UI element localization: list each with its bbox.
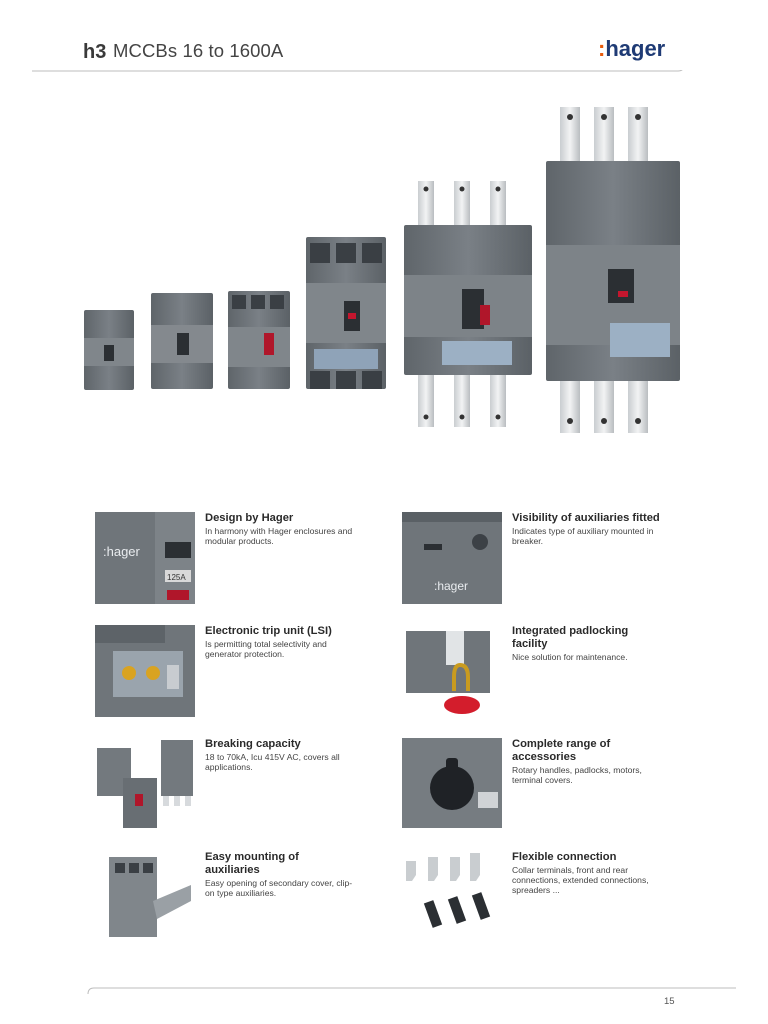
connection-thumbnail (402, 851, 502, 943)
mccb-product-lineup-image (84, 107, 680, 433)
page-header: h3 MCCBs 16 to 1600A :hager (0, 0, 768, 80)
hager-logo-colon: : (598, 36, 606, 61)
mounting-thumbnail (95, 851, 195, 943)
feature-padlocking: Integrated padlocking facility Nice solu… (402, 625, 722, 725)
hager-logo: :hager (598, 36, 665, 62)
feature-flexible-connection: Flexible connection Collar terminals, fr… (402, 851, 722, 951)
feature-design: :hager 125A Design by Hager In harmony w… (95, 512, 415, 612)
feature-text: Easy mounting of auxiliaries Easy openin… (205, 851, 355, 898)
breaker-1 (84, 310, 134, 390)
feature-description: Easy opening of secondary cover, clip-on… (205, 878, 353, 899)
feature-title: Design by Hager (205, 512, 294, 524)
accessories-thumbnail (402, 738, 502, 830)
design-thumbnail: :hager 125A (95, 512, 195, 604)
breaker-5 (404, 181, 532, 427)
feature-breaking-capacity: Breaking capacity 18 to 70kA, Icu 415V A… (95, 738, 415, 838)
feature-easy-mounting: Easy mounting of auxiliaries Easy openin… (95, 851, 415, 951)
trip-unit-thumbnail (95, 625, 195, 717)
padlock-thumbnail (402, 625, 502, 717)
header-rule (32, 70, 683, 72)
breaker-4 (306, 237, 386, 389)
breaker-6 (546, 107, 680, 433)
page-number: 15 (664, 996, 675, 1007)
feature-title: Visibility of auxiliaries fitted (512, 512, 660, 524)
h3-logo-text: h3 (83, 41, 106, 62)
feature-title: Integrated padlocking facility (512, 625, 629, 650)
feature-title: Easy mounting of auxiliaries (205, 851, 299, 876)
feature-description: Is permitting total selectivity and gene… (205, 639, 327, 660)
breaker-2 (151, 293, 213, 389)
feature-description: Indicates type of auxiliary mounted in b… (512, 526, 654, 547)
page-title: MCCBs 16 to 1600A (113, 40, 284, 61)
feature-description: Rotary handles, padlocks, motors, termin… (512, 765, 642, 786)
thumb-brand-text: :hager (103, 544, 141, 559)
auxiliaries-thumbnail: :hager (402, 512, 502, 604)
footer-rule (87, 987, 736, 995)
breaker-3 (228, 291, 290, 389)
feature-text: Visibility of auxiliaries fitted Indicat… (512, 512, 662, 546)
feature-text: Flexible connection Collar terminals, fr… (512, 851, 662, 896)
feature-description: In harmony with Hager enclosures and mod… (205, 526, 353, 547)
h3-logo: h3 (83, 41, 106, 62)
feature-text: Electronic trip unit (LSI) Is permitting… (205, 625, 355, 659)
feature-description: 18 to 70kA, Icu 415V AC, covers all appl… (205, 752, 340, 773)
feature-title: Electronic trip unit (LSI) (205, 625, 332, 637)
feature-text: Design by Hager In harmony with Hager en… (205, 512, 355, 546)
feature-title: Breaking capacity (205, 738, 301, 750)
feature-electronic-trip-unit: Electronic trip unit (LSI) Is permitting… (95, 625, 415, 725)
feature-title: Flexible connection (512, 851, 617, 863)
feature-text: Complete range of accessories Rotary han… (512, 738, 662, 785)
feature-visibility-auxiliaries: :hager Visibility of auxiliaries fitted … (402, 512, 722, 612)
breaking-capacity-thumbnail (95, 738, 195, 830)
feature-accessories: Complete range of accessories Rotary han… (402, 738, 722, 838)
thumb-brand-text: :hager (434, 579, 468, 593)
feature-description: Collar terminals, front and rear connect… (512, 865, 649, 896)
feature-text: Integrated padlocking facility Nice solu… (512, 625, 662, 662)
thumb-rating-text: 125A (167, 573, 186, 582)
feature-text: Breaking capacity 18 to 70kA, Icu 415V A… (205, 738, 355, 772)
feature-title: Complete range of accessories (512, 738, 611, 763)
feature-description: Nice solution for maintenance. (512, 652, 628, 662)
hager-logo-text: hager (605, 36, 666, 61)
